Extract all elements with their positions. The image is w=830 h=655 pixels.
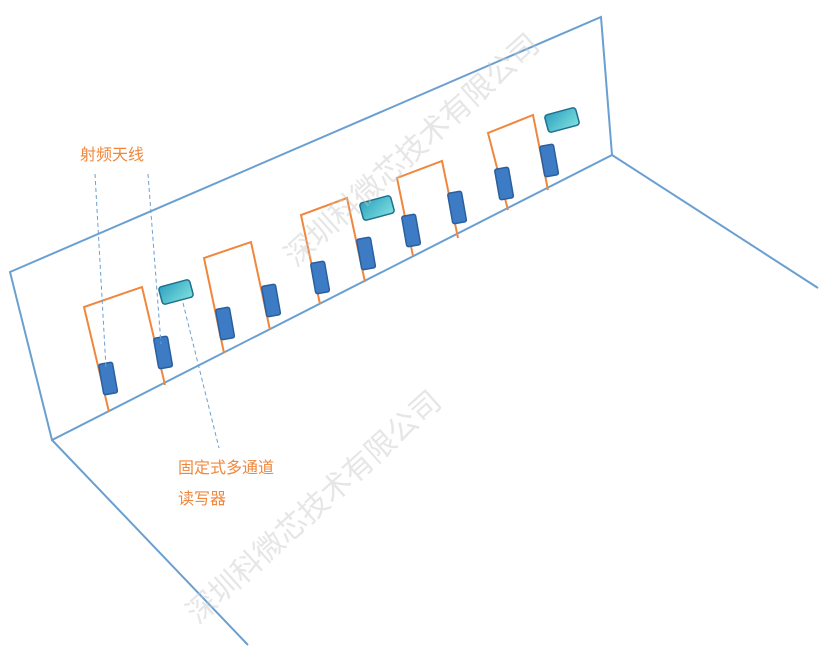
- antenna-icon: [539, 143, 560, 178]
- reader-leader-line: [182, 302, 220, 449]
- gate-frame-2: [202, 240, 271, 354]
- reader-label-line1: 固定式多通道: [178, 458, 274, 477]
- reader-label-line2: 读写器: [178, 489, 226, 508]
- reader-icon: [359, 195, 395, 221]
- antenna-icon: [215, 306, 236, 341]
- antenna-icon: [261, 283, 282, 318]
- floor-edge-left: [51, 439, 249, 646]
- antenna-icon: [98, 361, 119, 396]
- antenna-icon: [401, 213, 422, 248]
- antenna-icon: [447, 190, 468, 225]
- antenna-icon: [153, 335, 174, 370]
- gate-frame-1: [82, 285, 166, 413]
- antenna-leader-line-2: [147, 173, 162, 345]
- floor-edge-right: [611, 154, 819, 289]
- reader-icon: [544, 107, 580, 133]
- gate-frame-5: [486, 113, 549, 211]
- reader-icon: [158, 279, 194, 305]
- antenna-icon: [310, 260, 331, 295]
- antenna-icon: [356, 236, 377, 271]
- antenna-leader-line-1: [94, 173, 107, 369]
- antenna-label: 射频天线: [80, 145, 144, 164]
- antenna-icon: [494, 166, 515, 201]
- gate-frame-3: [299, 196, 366, 305]
